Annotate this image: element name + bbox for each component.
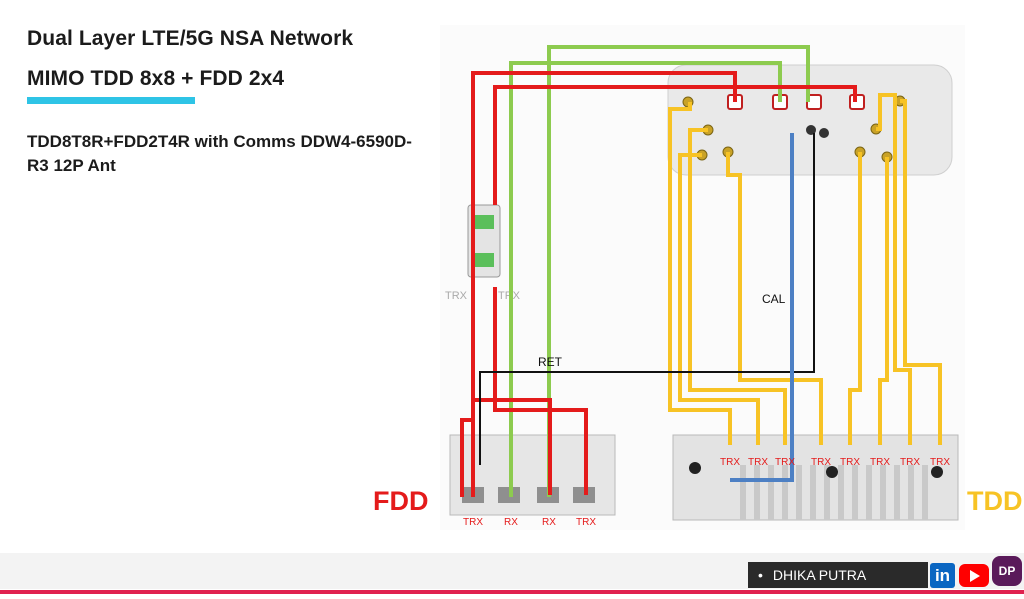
fdd-trx-cables	[460, 71, 857, 497]
title-underline	[27, 97, 195, 104]
tdd-port-label-6: TRX	[870, 457, 890, 468]
bullet-icon: •	[758, 567, 763, 583]
youtube-icon[interactable]	[959, 564, 989, 587]
cal-cable	[730, 133, 794, 482]
slide-title: Dual Layer LTE/5G NSA Network	[27, 27, 354, 50]
presenter-name-bar: • DHIKA PUTRA	[748, 562, 928, 588]
footer-accent-line	[0, 590, 1024, 594]
combiner-unit	[467, 204, 501, 278]
tdd-port-label-8: TRX	[930, 457, 950, 468]
slide-subtitle-mimo: MIMO TDD 8x8 + FDD 2x4	[27, 67, 285, 90]
tdd-port-label-5: TRX	[840, 457, 860, 468]
fdd-label: FDD	[373, 486, 429, 516]
cal-label: CAL	[762, 292, 786, 306]
tdd-port-label-3: TRX	[775, 457, 795, 468]
tdd-port-label-2: TRX	[748, 457, 768, 468]
dp-logo: DP	[992, 556, 1022, 586]
configuration-description: TDD8T8R+FDD2T4R with Comms DDW4-6590D-R3…	[27, 132, 412, 175]
fdd-port-label-1: TRX	[463, 517, 483, 528]
linkedin-icon[interactable]: in	[930, 563, 955, 588]
tdd-port-label-4: TRX	[811, 457, 831, 468]
play-icon	[970, 570, 980, 582]
tdd-port-label-1: TRX	[720, 457, 740, 468]
fdd-port-labels: TRX RX RX TRX	[463, 517, 596, 528]
ret-label: RET	[538, 355, 563, 369]
tdd-radio-unit	[672, 434, 959, 521]
tdd-port-labels: TRX TRX TRX TRX TRX TRX TRX TRX	[720, 457, 950, 468]
network-wiring-diagram: TRX TRX	[440, 25, 965, 530]
fdd-port-label-3: RX	[542, 517, 556, 528]
fdd-port-label-2: RX	[504, 517, 518, 528]
presenter-name: DHIKA PUTRA	[772, 567, 867, 583]
tdd-label: TDD	[967, 486, 1023, 516]
combiner-port-left-label: TRX	[445, 290, 468, 302]
tdd-cables	[668, 93, 942, 445]
fdd-rx-cables	[509, 45, 810, 497]
tdd-port-label-7: TRX	[900, 457, 920, 468]
ret-cable	[479, 133, 815, 465]
fdd-port-label-4: TRX	[576, 517, 596, 528]
